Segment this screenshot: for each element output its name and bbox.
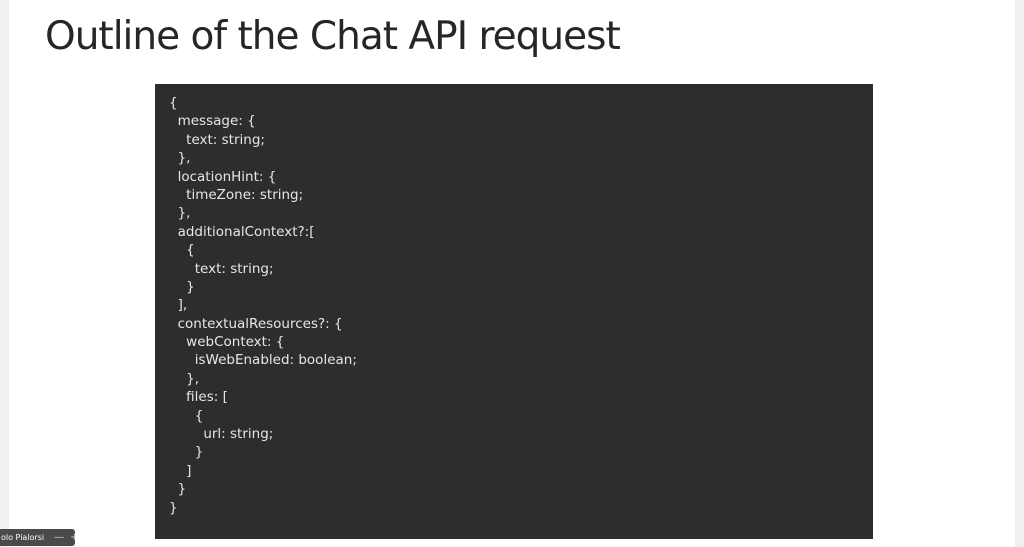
minimize-icon[interactable]: — <box>54 531 65 543</box>
code-line: } <box>169 444 204 461</box>
code-line: text: string; <box>169 260 274 277</box>
code-line: }, <box>169 205 191 222</box>
code-line: text: string; <box>169 131 265 148</box>
code-line: contextualResources?: { <box>169 315 343 332</box>
code-line: timeZone: string; <box>169 186 304 203</box>
code-line: { <box>169 407 204 424</box>
code-line: locationHint: { <box>169 168 277 185</box>
code-line: url: string; <box>169 426 274 443</box>
code-line: { <box>169 95 178 111</box>
left-margin-strip <box>0 0 9 547</box>
code-line: }, <box>169 370 200 387</box>
code-line: { <box>169 242 195 259</box>
code-block: { message: { text: string; }, locationHi… <box>155 84 873 539</box>
right-margin-strip <box>1015 0 1024 547</box>
code-line: ], <box>169 297 188 314</box>
presenter-name-tag: olo Pialorsi — + <box>0 529 75 546</box>
code-line: } <box>169 278 195 295</box>
add-icon[interactable]: + <box>70 531 75 543</box>
code-line: } <box>169 481 187 498</box>
code-line: }, <box>169 150 191 167</box>
code-line: webContext: { <box>169 334 285 351</box>
code-line: message: { <box>169 113 256 130</box>
code-line: isWebEnabled: boolean; <box>169 352 357 369</box>
code-line: ] <box>169 462 192 479</box>
code-line: } <box>169 499 178 516</box>
code-line: files: [ <box>169 389 228 406</box>
presenter-name: olo Pialorsi <box>1 533 45 542</box>
slide-title: Outline of the Chat API request <box>45 14 621 59</box>
code-line: additionalContext?:[ <box>169 223 315 240</box>
